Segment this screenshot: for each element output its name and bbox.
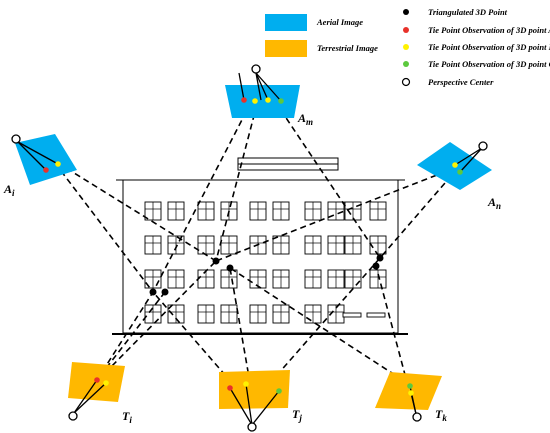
triangulated-points (149, 254, 384, 296)
building (112, 157, 408, 335)
triangulated-point-4 (226, 264, 234, 272)
tie-point-c-am (278, 98, 284, 104)
legend-tie-c-label: Tie Point Observation of 3D point C (428, 59, 550, 69)
legend-tie-b-marker (403, 44, 409, 50)
legend-tie-a-label: Tie Point Observation of 3D point A (428, 25, 550, 35)
perspective-center-tj (247, 422, 257, 432)
terrestrial-image-tj (219, 370, 290, 432)
tie-point-b-ti (103, 380, 109, 386)
label-ai: Ai (3, 182, 15, 198)
aerial-image-am (225, 64, 300, 118)
legend-tie-b-label: Tie Point Observation of 3D point B (428, 42, 550, 52)
legend-tie-a-marker (403, 27, 409, 33)
terrestrial-image-tk (375, 372, 442, 422)
image-plane-ai (15, 134, 77, 185)
tie-point-a-ti (94, 377, 100, 383)
triangulated-point-1 (149, 288, 157, 296)
label-tj: Tj (292, 407, 302, 423)
ray-ai-a (54, 162, 154, 293)
triangulated-point-3 (212, 257, 220, 265)
label-tk: Tk (435, 407, 447, 423)
triangulated-point-6 (372, 262, 380, 270)
legend-triangulated-marker (403, 9, 409, 15)
tie-point-b-am (252, 98, 258, 104)
ray-tj-c (269, 257, 381, 384)
label-am: Am (297, 111, 313, 127)
legend-swatch-aerial (265, 14, 307, 31)
image-plane-am (225, 85, 300, 118)
legend-terrestrial-label: Terrestrial Image (317, 43, 378, 53)
building-vent (366, 312, 386, 318)
triangulated-point-5 (376, 254, 384, 262)
tie-point-a-ai (43, 167, 49, 173)
tie-point-c-tk (407, 383, 413, 389)
perspective-center-ai (11, 134, 21, 144)
ray-tj-a (152, 291, 233, 384)
perspective-center-an (478, 141, 488, 151)
ray-am-a (152, 84, 261, 293)
perspective-center-tk (412, 412, 422, 422)
triangulated-point-2 (161, 288, 169, 296)
aerial-image-ai (11, 134, 77, 185)
tie-point-b2-am (265, 97, 271, 103)
tie-point-b-tk (408, 390, 414, 396)
aerial-image-an (417, 141, 492, 190)
tie-point-b-tj (243, 381, 249, 387)
tie-point-a-am (241, 97, 247, 103)
legend-center-label: Perspective Center (428, 77, 494, 87)
ray-ti-b (97, 260, 217, 381)
building-windows (144, 201, 387, 324)
image-plane-tk (375, 372, 442, 410)
building-vent (342, 312, 362, 318)
image-labels: Am Ai An Ti Tj Tk (3, 111, 501, 425)
ray-ti-a (96, 291, 154, 381)
perspective-center-ti (68, 411, 78, 421)
tie-point-b-an (452, 162, 458, 168)
legend-swatch-terrestrial (265, 40, 307, 57)
legend-tie-c-marker (403, 61, 409, 67)
perspective-center-am (251, 64, 261, 74)
legend-center-marker (401, 77, 411, 87)
tie-point-b-ai (55, 161, 61, 167)
tie-point-c-an (457, 169, 463, 175)
legend: Aerial Image Terrestrial Image Triangula… (265, 7, 550, 87)
terrestrial-image-ti (68, 362, 125, 421)
ray-tk-c (375, 265, 409, 387)
tie-point-c-tj (276, 388, 282, 394)
ray-ai-b (57, 162, 217, 262)
ray-an-b (215, 167, 456, 262)
legend-triangulated-label: Triangulated 3D Point (428, 7, 508, 17)
tie-point-a-tj (227, 385, 233, 391)
legend-aerial-label: Aerial Image (316, 17, 363, 27)
label-ti: Ti (122, 409, 132, 425)
ray-tk-b (229, 267, 413, 387)
label-an: An (487, 195, 501, 211)
